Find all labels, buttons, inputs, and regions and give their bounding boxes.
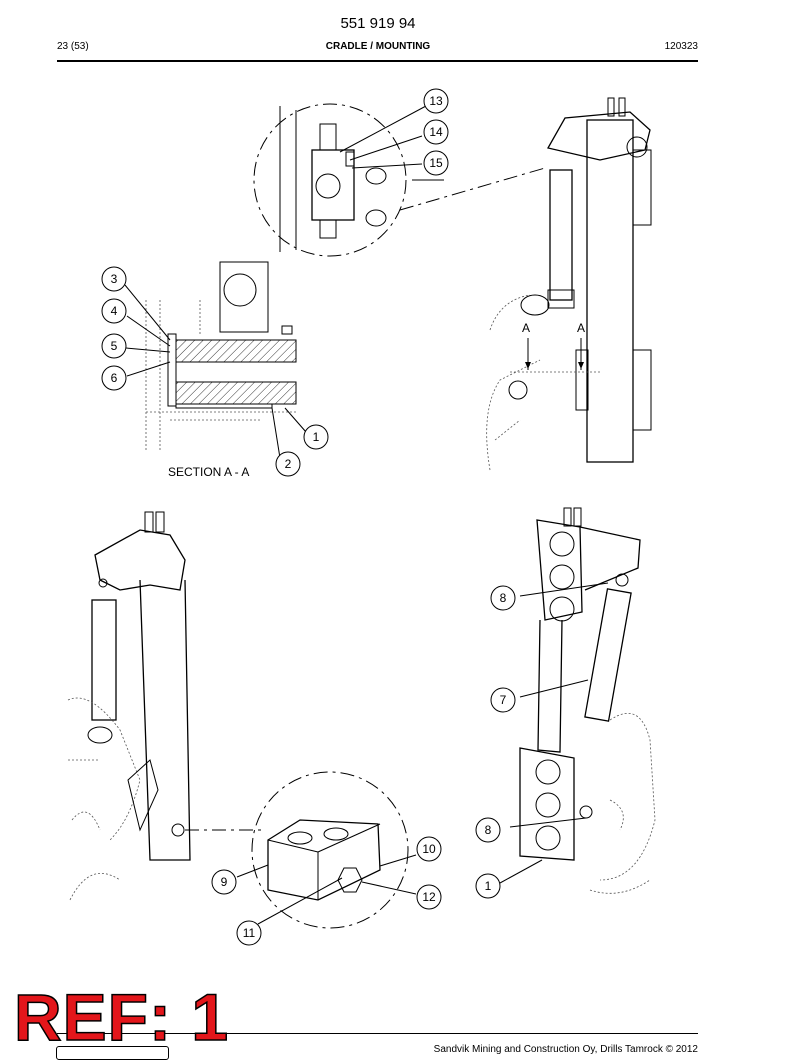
svg-text:7: 7: [500, 693, 507, 707]
balloon-1-section: 1: [303, 424, 329, 450]
drill-feed-rear-view: [67, 511, 191, 901]
balloon-14: 14: [423, 119, 449, 145]
svg-text:12: 12: [422, 890, 436, 904]
svg-text:4: 4: [111, 304, 118, 318]
section-a-a-view: [145, 261, 297, 450]
svg-text:8: 8: [485, 823, 492, 837]
balloon-8-upper: 8: [490, 585, 516, 611]
svg-text:9: 9: [221, 875, 228, 889]
svg-text:6: 6: [111, 371, 118, 385]
balloon-3: 3: [101, 266, 127, 292]
cradle-side-view: [486, 97, 652, 471]
document-number: 551 919 94: [340, 15, 416, 32]
svg-text:1: 1: [313, 430, 320, 444]
detail-leader-top: [399, 167, 546, 211]
balloon-6: 6: [101, 365, 127, 391]
svg-text:1: 1: [485, 879, 492, 893]
copyright-notice: Sandvik Mining and Construction Oy, Dril…: [433, 1044, 698, 1055]
header-rule: [57, 60, 698, 62]
balloon-5: 5: [101, 333, 127, 359]
balloon-2: 2: [275, 451, 301, 477]
ref-stamp: REF: 1: [13, 980, 230, 1054]
svg-text:14: 14: [429, 125, 443, 139]
svg-text:3: 3: [111, 272, 118, 286]
footer-rule: [57, 1033, 698, 1034]
svg-text:15: 15: [429, 156, 443, 170]
svg-text:13: 13: [429, 94, 443, 108]
svg-text:10: 10: [422, 842, 436, 856]
balloon-8-lower: 8: [475, 817, 501, 843]
balloon-4: 4: [101, 298, 127, 324]
balloon-11: 11: [236, 920, 262, 946]
svg-text:2: 2: [285, 457, 292, 471]
section-marker-left: A: [522, 321, 530, 335]
svg-text:8: 8: [500, 591, 507, 605]
leader-lines: [124, 105, 609, 925]
svg-text:5: 5: [111, 339, 118, 353]
brand-logo-frame: [56, 1046, 169, 1060]
section-marker-right: A: [577, 321, 585, 335]
svg-text:11: 11: [243, 926, 256, 940]
page-indicator: 23 (53): [57, 41, 89, 52]
balloon-7: 7: [490, 687, 516, 713]
revision-number: 120323: [664, 41, 698, 52]
detail-view-top: [253, 103, 444, 257]
balloon-1-front: 1: [475, 873, 501, 899]
balloon-15: 15: [423, 150, 449, 176]
detail-view-bottom: [251, 771, 409, 929]
drill-feed-front-view: [519, 507, 656, 894]
balloon-12: 12: [416, 884, 442, 910]
balloon-13: 13: [423, 88, 449, 114]
balloon-9: 9: [211, 869, 237, 895]
balloon-10: 10: [416, 836, 442, 862]
section-caption: SECTION A - A: [168, 465, 249, 479]
section-title: CRADLE / MOUNTING: [325, 41, 431, 52]
